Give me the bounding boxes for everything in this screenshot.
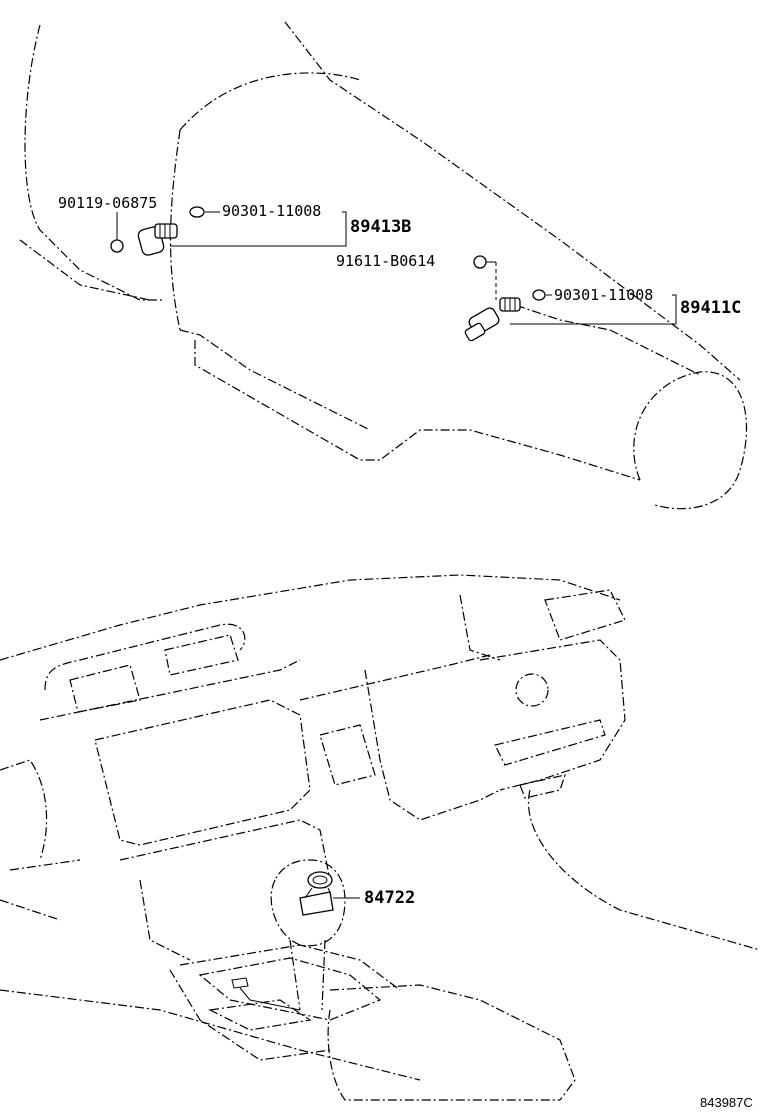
- drawing-reference: 843987C: [700, 1095, 753, 1110]
- label-bolt-upper: 90119-06875: [58, 194, 157, 212]
- label-assy-upper: 89413B: [350, 217, 411, 237]
- label-assy-lower: 89411C: [680, 298, 741, 318]
- speed-sensor-lower: [464, 255, 546, 342]
- label-oring-upper: 90301-11008: [222, 202, 321, 220]
- shift-lever: [270, 859, 346, 1011]
- speed-sensor-upper: [110, 206, 205, 256]
- leader-lines-upper: [116, 211, 347, 247]
- leader-lines-lower: [486, 261, 677, 325]
- center-console: [169, 944, 576, 1101]
- dashboard-outline: [0, 574, 760, 1081]
- label-oring-lower: 90301-11008: [554, 286, 653, 304]
- transmission-outline: [19, 21, 748, 510]
- label-bolt-lower: 91611-B0614: [336, 252, 435, 270]
- label-shift-knob: 84722: [364, 888, 415, 908]
